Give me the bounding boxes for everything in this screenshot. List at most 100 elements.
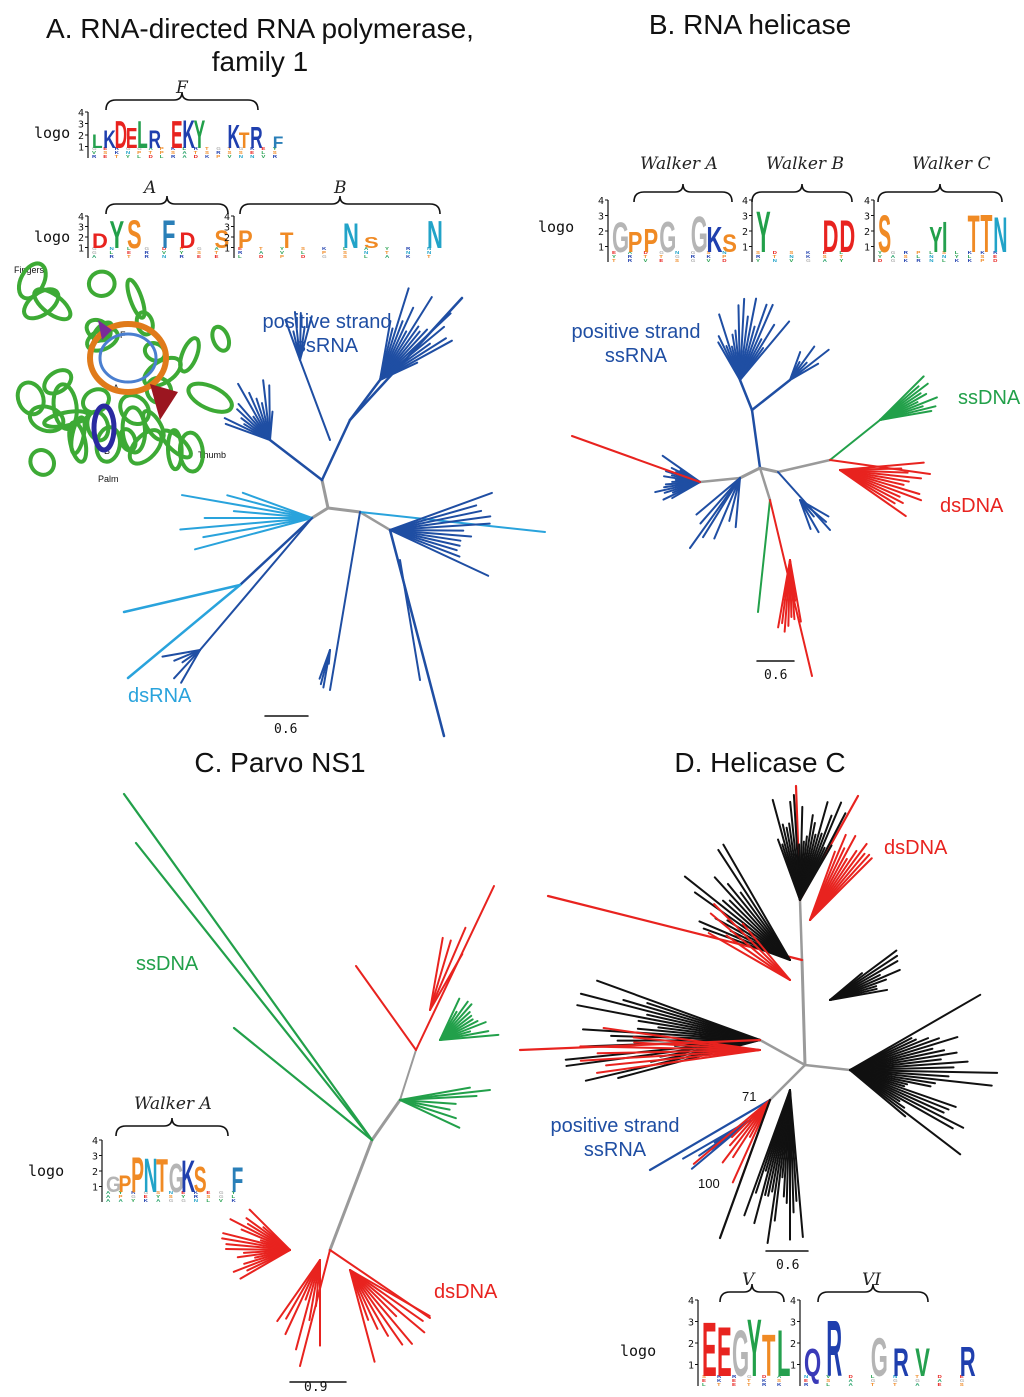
logo-letter: S bbox=[702, 1375, 707, 1380]
tree-leaf bbox=[299, 315, 313, 361]
structure-label-fingers: Fingers bbox=[14, 265, 45, 275]
motif-v-bracket bbox=[719, 1283, 785, 1303]
tree-internal bbox=[758, 1038, 807, 1067]
tree-leaf bbox=[849, 1069, 907, 1118]
logo-letter: D bbox=[162, 247, 167, 252]
logo-tick-label: 2 bbox=[598, 227, 604, 238]
tree-leaf bbox=[661, 454, 701, 483]
motif-walker-a-bracket bbox=[115, 1117, 229, 1137]
tree-internal bbox=[320, 478, 330, 510]
scale-bar-label: 0.6 bbox=[776, 1258, 800, 1273]
logo-letter: F bbox=[162, 212, 175, 257]
logo-letter: N bbox=[893, 1375, 898, 1380]
logo-letter: T bbox=[659, 255, 664, 260]
logo-tick-label: 1 bbox=[864, 243, 870, 254]
motif-walker-a-bracket bbox=[633, 183, 733, 203]
logo-letter: S bbox=[722, 230, 737, 257]
logo-letter: T bbox=[968, 206, 980, 264]
logo-letter: G bbox=[92, 147, 97, 152]
tree-branch bbox=[648, 1098, 772, 1172]
motif-b-bracket bbox=[239, 195, 441, 215]
logo-letter: T bbox=[239, 129, 250, 153]
logo-letter: T bbox=[871, 1383, 876, 1388]
tree-leaf bbox=[194, 517, 313, 551]
logo-letter: L bbox=[929, 251, 933, 256]
logo-letter: S bbox=[942, 251, 947, 256]
logo-letter: K bbox=[968, 251, 973, 256]
logo-letter: D bbox=[194, 155, 199, 160]
tree-leaf bbox=[379, 361, 419, 381]
logo-letter: S bbox=[343, 251, 348, 256]
logo-letter: N bbox=[126, 151, 131, 156]
tree-branch bbox=[329, 511, 361, 691]
logo-letter: K bbox=[181, 1153, 195, 1202]
logo-letter: K bbox=[806, 255, 811, 260]
logo-letter: S bbox=[169, 1195, 174, 1200]
tree-leaf bbox=[429, 936, 444, 1011]
structure-label-palm: Palm bbox=[98, 474, 119, 484]
tree-leaf bbox=[161, 649, 201, 658]
tree-leaf bbox=[849, 1069, 999, 1074]
logo-tick-label: 3 bbox=[790, 1318, 796, 1329]
logo-letter: D bbox=[722, 259, 727, 264]
protein-helix bbox=[165, 428, 184, 472]
logo-letter: P bbox=[238, 226, 253, 254]
logo-tick-label: 3 bbox=[92, 1152, 98, 1163]
logo-letter: K bbox=[115, 151, 120, 156]
tree-branch bbox=[199, 517, 313, 651]
tree-leaf bbox=[799, 499, 820, 534]
logo-letter: N bbox=[162, 255, 167, 260]
tree-internal bbox=[798, 898, 804, 962]
logo-letter: T bbox=[717, 1383, 722, 1388]
protein-helix bbox=[42, 409, 90, 429]
tree-leaf bbox=[596, 979, 761, 1041]
tree-leaf bbox=[799, 844, 833, 901]
logo-letter: Y bbox=[929, 220, 942, 261]
logo-letter: G bbox=[181, 1199, 186, 1204]
logo-letter: Q bbox=[804, 1340, 821, 1385]
logo-letter: E bbox=[659, 259, 664, 264]
tree-branch bbox=[829, 419, 881, 461]
logo-letter: E bbox=[960, 1375, 965, 1380]
logo-letter: L bbox=[364, 255, 368, 260]
tree-branch bbox=[299, 359, 331, 441]
logo-letter: N bbox=[144, 1147, 158, 1202]
logo-letter: V bbox=[644, 259, 649, 264]
logo-letter: R bbox=[732, 1375, 737, 1380]
logo-letter: N bbox=[929, 259, 934, 264]
tree-leaf bbox=[389, 504, 478, 531]
logo-letter: K bbox=[707, 255, 712, 260]
tree-leaf bbox=[318, 649, 331, 680]
tree-leaf bbox=[248, 1208, 291, 1251]
logo-label: logo bbox=[34, 124, 71, 142]
logo-letter: Y bbox=[878, 255, 883, 260]
logo-tick-label: 2 bbox=[790, 1339, 796, 1350]
protein-helix bbox=[178, 336, 201, 374]
tree-internal bbox=[768, 1063, 807, 1102]
logo-letter: A bbox=[156, 1199, 161, 1204]
logo-letter: A bbox=[182, 151, 187, 156]
tree-leaf bbox=[709, 912, 791, 981]
logo-letter: G bbox=[893, 1379, 898, 1384]
logo-letter: A bbox=[823, 259, 828, 264]
tree-leaf bbox=[743, 1089, 791, 1217]
logo-letter: N bbox=[942, 255, 947, 260]
logo-letter: Y bbox=[280, 247, 285, 252]
tree-leaf bbox=[579, 1045, 761, 1051]
protein-helix bbox=[15, 380, 46, 417]
logo-letter: R bbox=[171, 155, 176, 160]
logo-tick-label: 4 bbox=[224, 212, 230, 223]
logo-letter: G bbox=[239, 147, 244, 152]
logo-letter: S bbox=[707, 251, 712, 256]
logo-letter: T bbox=[747, 1379, 752, 1384]
tree-internal bbox=[358, 510, 392, 532]
motif-a-label: A bbox=[144, 178, 157, 198]
tree-internal bbox=[803, 1063, 852, 1072]
logo-letter: D bbox=[878, 259, 883, 264]
tree-leaf bbox=[596, 1049, 761, 1074]
label-dsdna: dsDNA bbox=[434, 1281, 498, 1303]
logo-letter: G bbox=[131, 1195, 136, 1200]
tree-leaf bbox=[579, 1049, 761, 1062]
logo-letter: E bbox=[261, 147, 266, 152]
logo-letter: Y bbox=[839, 259, 844, 264]
